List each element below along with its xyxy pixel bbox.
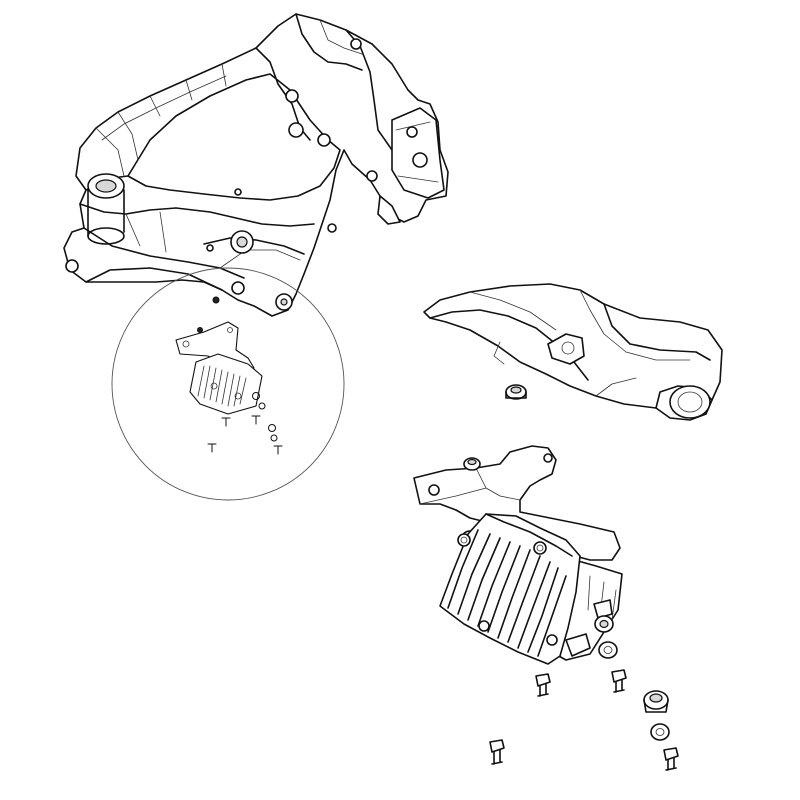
steering-head	[87, 173, 125, 245]
grommet-icon	[643, 690, 669, 713]
mini-hardware	[207, 392, 283, 455]
washer-icon	[594, 615, 614, 633]
frame-boss-lower	[230, 230, 254, 254]
grommet-icon	[505, 384, 527, 400]
mounting-bracket	[413, 445, 621, 561]
washer-icon	[650, 723, 670, 741]
bolt-icon	[611, 669, 627, 693]
bolt-icon	[663, 747, 679, 771]
mini-voltage-regulator	[189, 353, 263, 415]
bolt-icon	[535, 673, 551, 697]
washer-icon	[598, 641, 618, 659]
bolt-icon	[489, 739, 505, 765]
motorcycle-frame	[63, 13, 449, 317]
rear-mount-plate	[391, 107, 445, 199]
voltage-regulator	[439, 513, 623, 665]
mini-mounting-bracket	[175, 321, 255, 371]
detail-callout-circle	[111, 267, 345, 501]
bracket-grommet-top	[463, 457, 481, 471]
bracket-cover	[423, 283, 723, 421]
